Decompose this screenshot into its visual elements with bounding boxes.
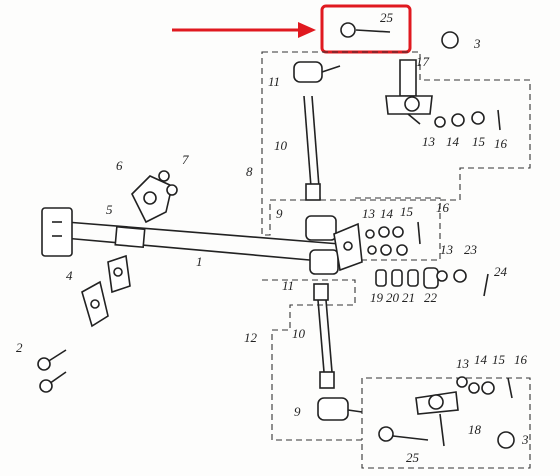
callout-16-mid: 16 <box>436 200 450 215</box>
idler-arm-assembly <box>305 215 363 275</box>
callout-19: 19 <box>370 290 384 305</box>
lower-steering-arm <box>378 391 515 449</box>
highlight-box <box>320 4 412 54</box>
callout-14-mid: 14 <box>380 206 394 221</box>
callout-15-top: 15 <box>472 134 486 149</box>
callout-11-top: 11 <box>268 74 280 89</box>
callout-13-top: 13 <box>422 134 436 149</box>
callout-25-bot: 25 <box>406 450 420 465</box>
callout-16-top: 16 <box>494 136 508 151</box>
callout-7: 7 <box>182 152 189 167</box>
callout-2: 2 <box>16 340 23 355</box>
bracket-6 <box>131 170 178 224</box>
callout-17: 17 <box>416 54 430 69</box>
callout-13-bot: 13 <box>456 356 470 371</box>
lower-assembly-outline <box>262 279 531 469</box>
bracket-4 <box>81 254 131 328</box>
callout-5: 5 <box>106 202 113 217</box>
callout-9-bot: 9 <box>294 404 301 419</box>
callout-4: 4 <box>66 268 73 283</box>
callout-12: 12 <box>244 330 258 345</box>
highlight-arrow <box>172 22 316 38</box>
callout-13-right: 13 <box>440 242 454 257</box>
callout-23: 23 <box>464 242 478 257</box>
callout-15-bot: 15 <box>492 352 506 367</box>
callout-25-top: 25 <box>380 10 394 25</box>
callout-6: 6 <box>116 158 123 173</box>
callout-22: 22 <box>424 290 438 305</box>
upper-steering-arm <box>340 22 459 125</box>
bushings <box>375 267 489 297</box>
callout-14-top: 14 <box>446 134 460 149</box>
callout-18: 18 <box>468 422 482 437</box>
callout-10-bot: 10 <box>292 326 306 341</box>
callout-9-top: 9 <box>276 206 283 221</box>
callout-15-mid: 15 <box>400 204 414 219</box>
callout-11-mid: 11 <box>282 278 294 293</box>
upper-tie-rod <box>293 61 341 201</box>
cross-shaft <box>41 207 341 263</box>
callout-8: 8 <box>246 164 253 179</box>
upper-assembly-outline <box>261 51 531 236</box>
upper-hardware <box>434 109 501 131</box>
callout-10-top: 10 <box>274 138 288 153</box>
callout-3-bot: 3 <box>521 432 529 447</box>
callout-14-bot: 14 <box>474 352 488 367</box>
callout-20: 20 <box>386 290 400 305</box>
callout-24: 24 <box>494 264 508 279</box>
callout-21: 21 <box>402 290 415 305</box>
lower-hardware <box>456 376 513 399</box>
mid-hardware <box>365 221 421 256</box>
callout-16-bot: 16 <box>514 352 528 367</box>
callout-13-mid: 13 <box>362 206 376 221</box>
lower-tie-rod <box>313 283 363 421</box>
callout-3-top: 3 <box>473 36 481 51</box>
mid-assembly-outline <box>355 197 441 261</box>
callout-1: 1 <box>196 254 203 269</box>
bolts-2 <box>37 349 67 393</box>
